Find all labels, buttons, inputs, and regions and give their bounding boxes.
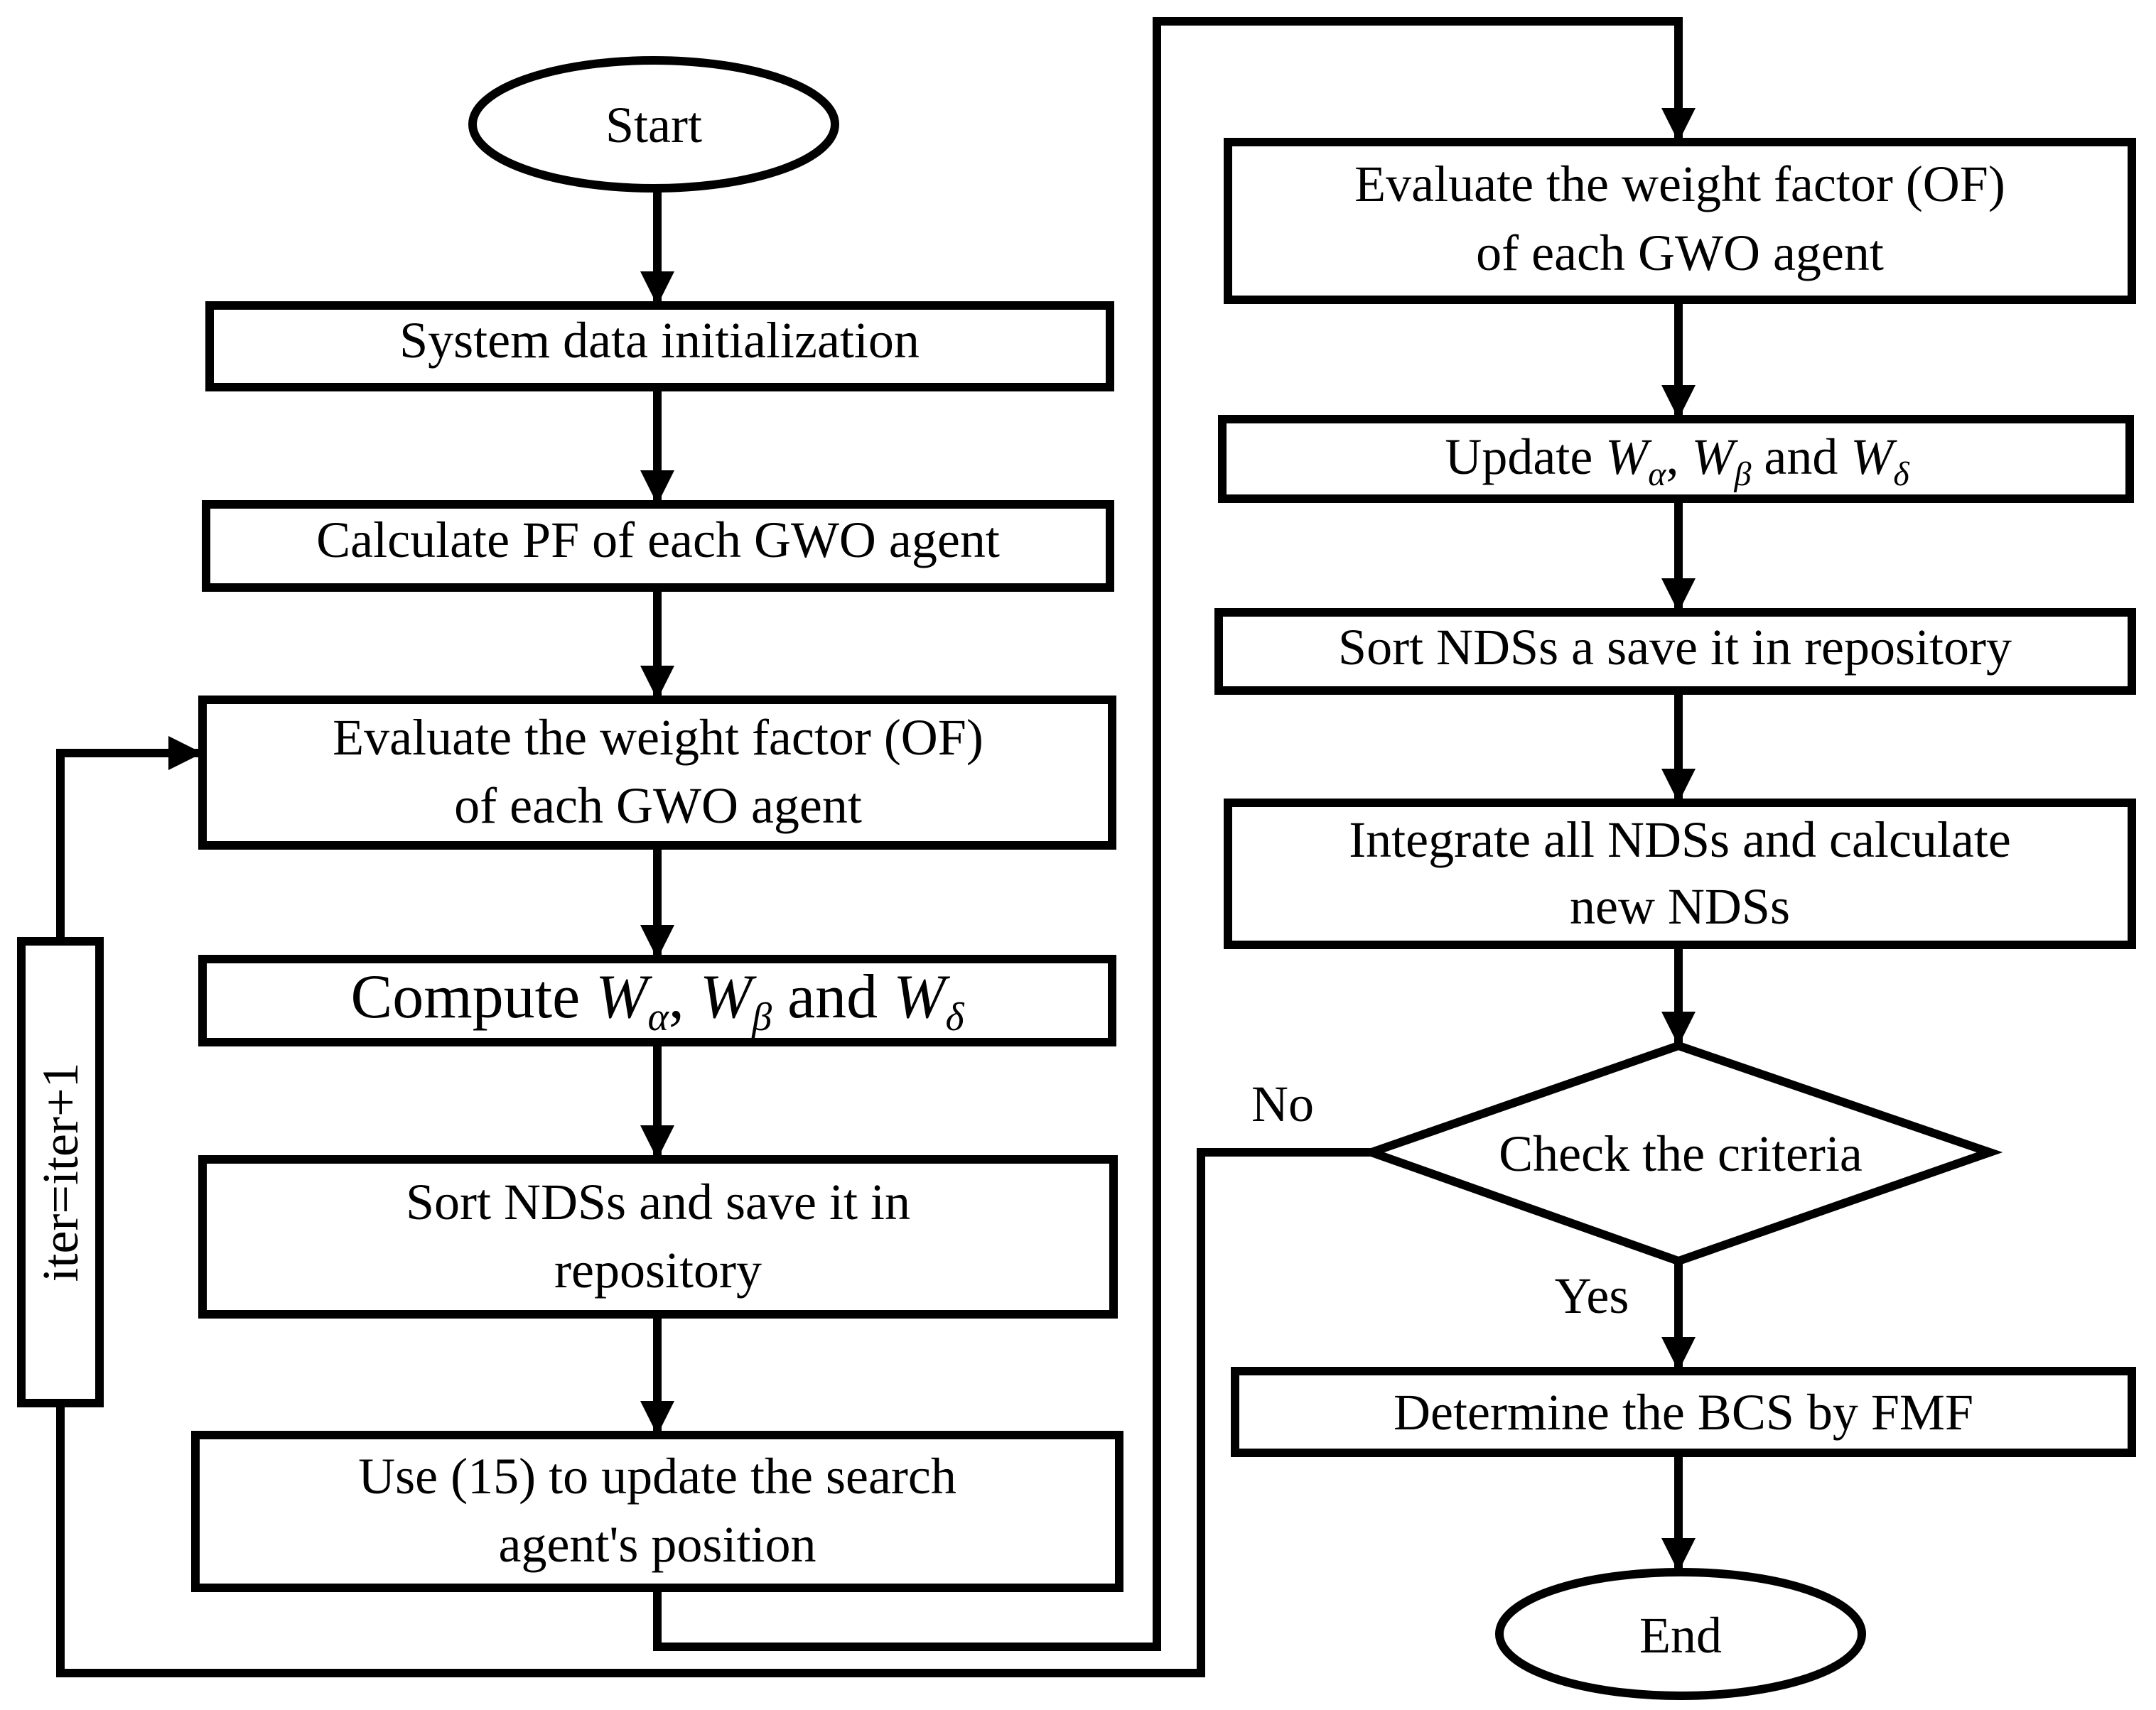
determine-box <box>1231 1367 2136 1457</box>
loop-counter-label: iter=iter+1 <box>32 1062 89 1282</box>
update-label: Update Wα, Wβ and Wδ <box>1445 428 1909 493</box>
decision-label: Check the criteria <box>1499 1125 1863 1182</box>
eval-right-line2: of each GWO agent <box>1476 224 1884 281</box>
integrate-line2: new NDSs <box>1570 878 1790 935</box>
sort-left-line2: repository <box>554 1242 762 1299</box>
start-label: Start <box>605 97 702 153</box>
criteria-decision <box>1358 1041 2003 1266</box>
determine-label: Determine the BCS by FMF <box>1394 1384 1973 1441</box>
end-label: End <box>1639 1607 1722 1664</box>
eval-left-line2: of each GWO agent <box>454 777 862 834</box>
yes-label: Yes <box>1555 1267 1629 1324</box>
connector-left-to-right <box>653 17 1696 1651</box>
use-line1: Use (15) to update the search <box>358 1448 956 1505</box>
sort-right-label: Sort NDSs a save it in repository <box>1338 619 2012 676</box>
use-line2: agent's position <box>499 1516 816 1573</box>
no-label: No <box>1251 1076 1314 1132</box>
eval-left-line1: Evaluate the weight factor (OF) <box>333 709 983 766</box>
eval-box-left <box>198 696 1116 850</box>
connector-no-feedback <box>56 1148 1371 1677</box>
init-label: System data initialization <box>399 312 920 369</box>
init-box <box>205 301 1114 391</box>
eval-box-right <box>1224 138 2136 304</box>
connector-loop-to-eval <box>56 736 203 941</box>
loop-counter-box <box>17 937 104 1407</box>
compute-label: Compute Wα, Wβ and Wδ <box>351 963 965 1039</box>
update-box <box>1218 415 2134 503</box>
calc-pf-label: Calculate PF of each GWO agent <box>316 512 1000 568</box>
sort-left-line1: Sort NDSs and save it in <box>406 1174 910 1230</box>
eval-right-line1: Evaluate the weight factor (OF) <box>1354 156 2005 212</box>
integrate-line1: Integrate all NDSs and calculate <box>1349 811 2011 868</box>
